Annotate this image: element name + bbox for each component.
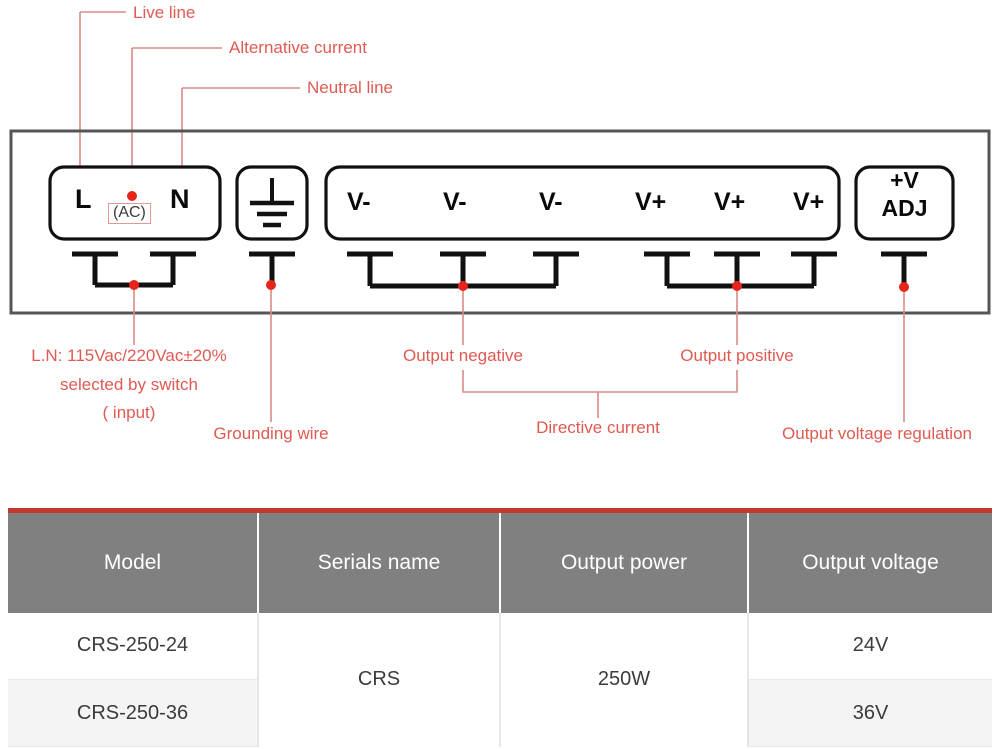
dot-output-positive xyxy=(732,281,742,291)
table-header-row: Model Serials name Output power Output v… xyxy=(8,510,992,613)
device-enclosure xyxy=(9,129,991,315)
ground-pin xyxy=(249,251,295,285)
annotation-live-line: Live line xyxy=(133,3,196,22)
cell-output-voltage-1: 24V xyxy=(748,612,992,680)
cell-model-1: CRS-250-24 xyxy=(8,612,259,680)
bottom-leader-lines xyxy=(133,285,905,422)
annotation-output-positive: Output positive xyxy=(680,346,794,365)
table-row: CRS-250-36 36V xyxy=(8,679,992,747)
top-leader-lines xyxy=(79,11,300,196)
annotation-alternative-current: Alternative current xyxy=(229,38,367,57)
diagram-vector-layer xyxy=(9,11,991,422)
voltage-adjust-terminal-box xyxy=(854,165,955,241)
terminal-wiring-diagram: Live line Alternative current Neutral li… xyxy=(9,3,991,443)
annotation-input-spec-line3: ( input) xyxy=(102,403,156,422)
column-header-output-voltage: Output voltage xyxy=(748,510,992,613)
terminal-label-N: N xyxy=(170,184,190,214)
annotation-directive-current: Directive current xyxy=(536,418,660,437)
cell-output-power: 250W xyxy=(500,612,749,747)
terminal-label-adj: ADJ xyxy=(881,195,928,221)
connection-marker-dots xyxy=(127,191,909,292)
cell-serials-name: CRS xyxy=(258,612,501,747)
ac-tag-label: (AC) xyxy=(108,203,151,224)
dot-ground xyxy=(266,280,276,290)
annotation-input-spec-line1: L.N: 115Vac/220Vac±20% xyxy=(31,346,227,365)
specification-table: Model Serials name Output power Output v… xyxy=(8,508,992,747)
terminal-label-v-positive-2: V+ xyxy=(714,188,746,216)
v-positive-pins xyxy=(644,251,837,289)
dc-output-terminal-box xyxy=(324,165,841,241)
cell-output-voltage-2: 36V xyxy=(748,679,992,747)
dot-voltage-adjust xyxy=(899,282,909,292)
annotation-input-spec-line2: selected by switch xyxy=(60,375,198,394)
earth-ground-icon xyxy=(250,178,294,228)
annotation-output-voltage-regulation: Output voltage regulation xyxy=(782,424,972,443)
bracket-directive-current xyxy=(462,370,738,393)
terminal-label-v-negative-2: V- xyxy=(443,188,467,216)
terminal-label-v-negative-3: V- xyxy=(539,188,563,216)
terminal-label-plus-v: +V xyxy=(890,167,919,193)
annotation-neutral-line: Neutral line xyxy=(307,78,393,97)
terminal-label-v-positive-1: V+ xyxy=(635,188,667,216)
dot-alternative-current xyxy=(127,191,137,201)
terminal-label-L: L xyxy=(75,184,92,214)
dot-output-negative xyxy=(458,281,468,291)
voltage-adjust-pin xyxy=(881,251,927,287)
column-header-model: Model xyxy=(8,510,259,613)
terminal-label-v-positive-3: V+ xyxy=(793,188,825,216)
terminal-label-v-negative-1: V- xyxy=(347,188,371,216)
annotation-output-negative: Output negative xyxy=(402,346,524,365)
column-header-output-power: Output power xyxy=(500,510,749,613)
table-row: CRS-250-24 CRS 250W 24V xyxy=(8,612,992,747)
dot-ac-input xyxy=(129,280,139,290)
column-header-serials-name: Serials name xyxy=(258,510,501,613)
annotation-grounding-wire: Grounding wire xyxy=(213,424,329,443)
cell-model-2: CRS-250-36 xyxy=(8,679,259,747)
